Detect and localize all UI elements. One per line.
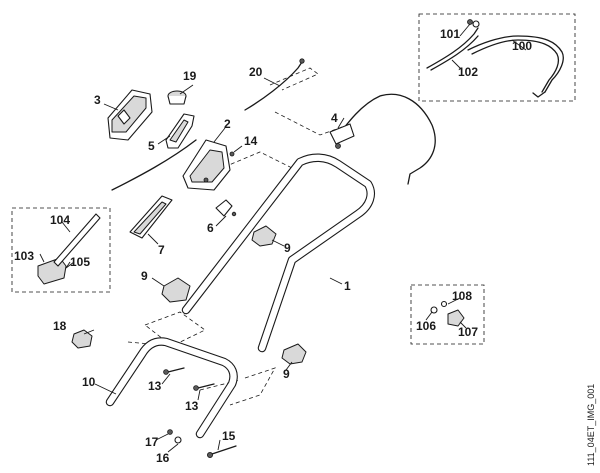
nut-part-18 bbox=[71, 329, 93, 349]
plate-part-7 bbox=[129, 195, 173, 239]
callout-16: 16 bbox=[156, 451, 170, 465]
lever-housing-part-2 bbox=[182, 139, 231, 191]
assembly-guide-lines bbox=[127, 67, 346, 406]
callout-3: 3 bbox=[94, 93, 101, 107]
callout-20: 20 bbox=[249, 65, 263, 79]
screw-part-15 bbox=[206, 445, 237, 458]
callout-100: 100 bbox=[512, 39, 532, 53]
callout-107: 107 bbox=[458, 325, 478, 339]
pin-part-105 bbox=[65, 261, 75, 269]
callout-19: 19 bbox=[183, 69, 197, 83]
callout-9-lower: 9 bbox=[283, 367, 290, 381]
knob-part-19 bbox=[167, 90, 187, 105]
clamp-part-9-middle bbox=[161, 277, 191, 303]
inset-box-clip-kit bbox=[11, 207, 111, 293]
upper-handle-part-1 bbox=[181, 153, 375, 353]
clamp-part-9-upper bbox=[251, 225, 277, 247]
screw-part-14 bbox=[229, 145, 243, 157]
callout-101: 101 bbox=[440, 27, 460, 41]
washer-part-106 bbox=[430, 306, 438, 314]
nut-part-17 bbox=[167, 429, 173, 435]
inset-box-cable-kit bbox=[418, 13, 576, 102]
callout-1: 1 bbox=[344, 279, 351, 293]
callout-9-middle: 9 bbox=[141, 269, 148, 283]
callout-14: 14 bbox=[244, 134, 258, 148]
screw-part-13-upper bbox=[163, 367, 185, 375]
callout-104: 104 bbox=[50, 213, 70, 227]
leader-lines bbox=[39, 39, 527, 453]
throttle-cable-part-4 bbox=[329, 93, 436, 185]
inset-box-fastener-kit bbox=[410, 284, 485, 345]
image-reference-label: 111_04ET_IMG_001 bbox=[586, 384, 596, 466]
callout-4: 4 bbox=[331, 111, 338, 125]
cable-part-102 bbox=[426, 27, 479, 71]
callout-102: 102 bbox=[458, 65, 478, 79]
callout-18: 18 bbox=[53, 319, 67, 333]
callout-7: 7 bbox=[158, 243, 165, 257]
callout-13-upper: 13 bbox=[148, 379, 162, 393]
callout-6: 6 bbox=[207, 221, 214, 235]
callout-13-lower: 13 bbox=[185, 399, 199, 413]
control-bail-part-100 bbox=[467, 35, 564, 98]
bracket-part-5 bbox=[165, 113, 195, 149]
washer-part-16 bbox=[174, 436, 182, 444]
callout-17: 17 bbox=[145, 435, 159, 449]
callout-103: 103 bbox=[14, 249, 34, 263]
callout-106: 106 bbox=[416, 319, 436, 333]
callout-108: 108 bbox=[452, 289, 472, 303]
nut-part-101 bbox=[459, 19, 480, 37]
callout-105: 105 bbox=[70, 255, 90, 269]
clip-part-6 bbox=[215, 199, 237, 217]
washer-part-108 bbox=[440, 300, 448, 308]
screw-part-13-lower bbox=[193, 383, 215, 391]
cable-part-20 bbox=[244, 58, 305, 111]
lower-handle-part-10 bbox=[105, 337, 238, 439]
rod-part-104 bbox=[53, 213, 101, 267]
callout-2: 2 bbox=[224, 117, 231, 131]
switch-bracket-part-3 bbox=[107, 89, 153, 141]
callout-5: 5 bbox=[148, 139, 155, 153]
clamp-part-9-lower bbox=[281, 343, 307, 365]
callout-10: 10 bbox=[82, 375, 96, 389]
callout-15: 15 bbox=[222, 429, 236, 443]
cable-lower bbox=[111, 139, 197, 191]
callout-9-upper: 9 bbox=[284, 241, 291, 255]
